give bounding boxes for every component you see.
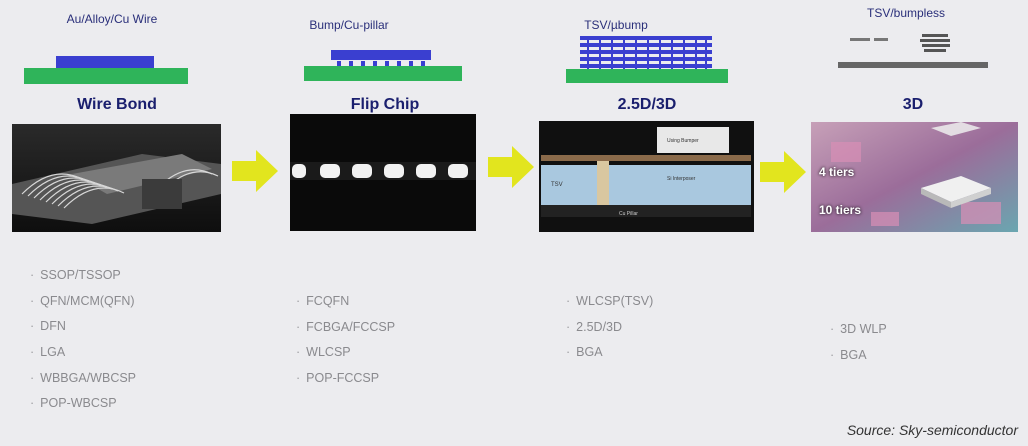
flip-chip-substrate	[304, 66, 462, 81]
tech-label-wire: Au/Alloy/Cu Wire	[66, 12, 158, 26]
list-item: WLCSP	[296, 340, 395, 366]
wire-bond-schematic	[24, 56, 188, 84]
list-item: FCBGA/FCCSP	[296, 315, 395, 341]
source-caption: Source: Sky-semiconductor	[846, 422, 1018, 438]
list-item: QFN/MCM(QFN)	[30, 289, 136, 315]
bumpless-stack	[920, 34, 950, 52]
list-item: WLCSP(TSV)	[566, 289, 653, 315]
wire-bond-die	[56, 56, 154, 68]
tsv-photo: Using Bumper TSV Si Interposer Cu Pillar	[539, 121, 754, 232]
die-label: Using Bumper	[667, 138, 699, 144]
tsv-substrate	[566, 69, 728, 83]
arrow-right-icon	[232, 150, 278, 192]
title-3d: 3D	[902, 96, 924, 113]
interposer-label: Si Interposer	[667, 176, 696, 182]
3d-photo-art	[811, 122, 1018, 232]
wire-bond-photo-art	[12, 124, 221, 232]
stacked-dies	[580, 36, 712, 68]
list-item: 3D WLP	[830, 317, 887, 343]
pillar-label: Cu Pillar	[619, 211, 638, 217]
tsv-label: TSV	[551, 182, 563, 188]
tier-label-10: 10 tiers	[819, 203, 862, 217]
wire-bond-photo	[12, 124, 221, 232]
tech-label-tsv-ubump: TSV/µbump	[584, 18, 648, 32]
tsv-photo-art	[539, 121, 754, 232]
tier-label-4: 4 tiers	[819, 165, 855, 179]
list-item: FCQFN	[296, 289, 395, 315]
arrow-right-icon	[760, 151, 806, 193]
list-item: POP-FCCSP	[296, 366, 395, 392]
list-item: POP-WBCSP	[30, 391, 136, 417]
flip-chip-die	[331, 50, 431, 60]
package-list-flip-chip: FCQFN FCBGA/FCCSP WLCSP POP-FCCSP	[296, 289, 395, 392]
list-item: LGA	[30, 340, 136, 366]
arrow-right-icon	[488, 146, 534, 188]
title-wire-bond: Wire Bond	[77, 96, 157, 113]
list-item: WBBGA/WBCSP	[30, 366, 136, 392]
list-item: DFN	[30, 314, 136, 340]
tech-label-flip: Bump/Cu-pillar	[309, 18, 389, 32]
package-list-3d: 3D WLP BGA	[830, 317, 887, 368]
list-item: BGA	[566, 340, 653, 366]
title-2-5d-3d: 2.5D/3D	[617, 96, 677, 113]
list-item: 2.5D/3D	[566, 315, 653, 341]
3d-photo: 4 tiers 10 tiers	[811, 122, 1018, 232]
flip-chip-photo	[290, 114, 476, 231]
list-item: BGA	[830, 343, 887, 369]
flip-chip-bumps	[337, 61, 425, 66]
flip-chip-photo-art	[290, 114, 476, 231]
flip-chip-schematic	[304, 50, 462, 81]
tsv-vias	[587, 36, 707, 70]
tech-label-tsv-bumpless: TSV/bumpless	[866, 6, 946, 20]
title-flip-chip: Flip Chip	[350, 96, 420, 113]
tsv-stack-schematic	[566, 36, 728, 83]
list-item: SSOP/TSSOP	[30, 263, 136, 289]
wire-bond-substrate	[24, 68, 188, 84]
package-list-2-5d-3d: WLCSP(TSV) 2.5D/3D BGA	[566, 289, 653, 366]
bumpless-schematic	[838, 34, 988, 68]
package-list-wire-bond: SSOP/TSSOP QFN/MCM(QFN) DFN LGA WBBGA/WB…	[30, 263, 136, 417]
